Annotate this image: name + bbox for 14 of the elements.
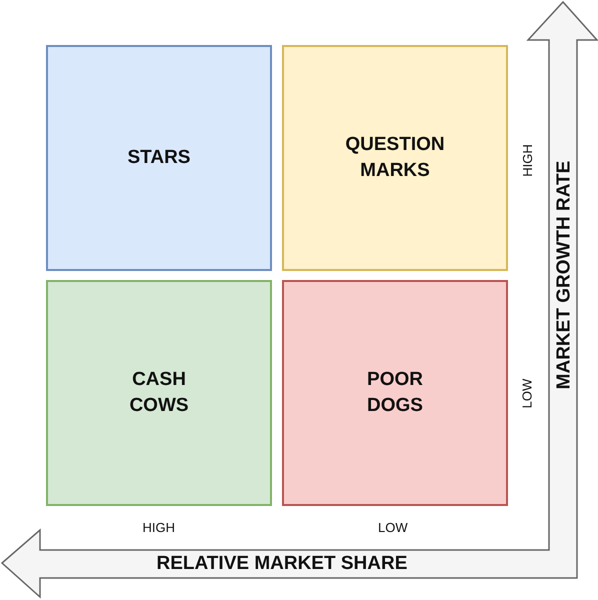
axis-level-label: HIGH xyxy=(519,144,534,176)
quadrant-title: STARS xyxy=(126,146,192,170)
quadrant-box xyxy=(282,45,508,271)
quadrant-box xyxy=(282,280,508,506)
quadrant-title: POOR DOGS xyxy=(366,368,424,418)
axis-level-label: HIGH xyxy=(142,520,175,534)
axis-level-label: LOW xyxy=(519,378,534,408)
quadrant-box xyxy=(46,45,272,271)
quadrant-box xyxy=(46,280,272,506)
axis-title: RELATIVE MARKET SHARE xyxy=(156,553,408,575)
quadrant-title: CASH COWS xyxy=(128,368,190,418)
axis-level-label: LOW xyxy=(378,520,408,534)
axis-title: MARKET GROWTH RATE xyxy=(552,160,575,390)
quadrant-title: QUESTION MARKS xyxy=(344,133,446,183)
